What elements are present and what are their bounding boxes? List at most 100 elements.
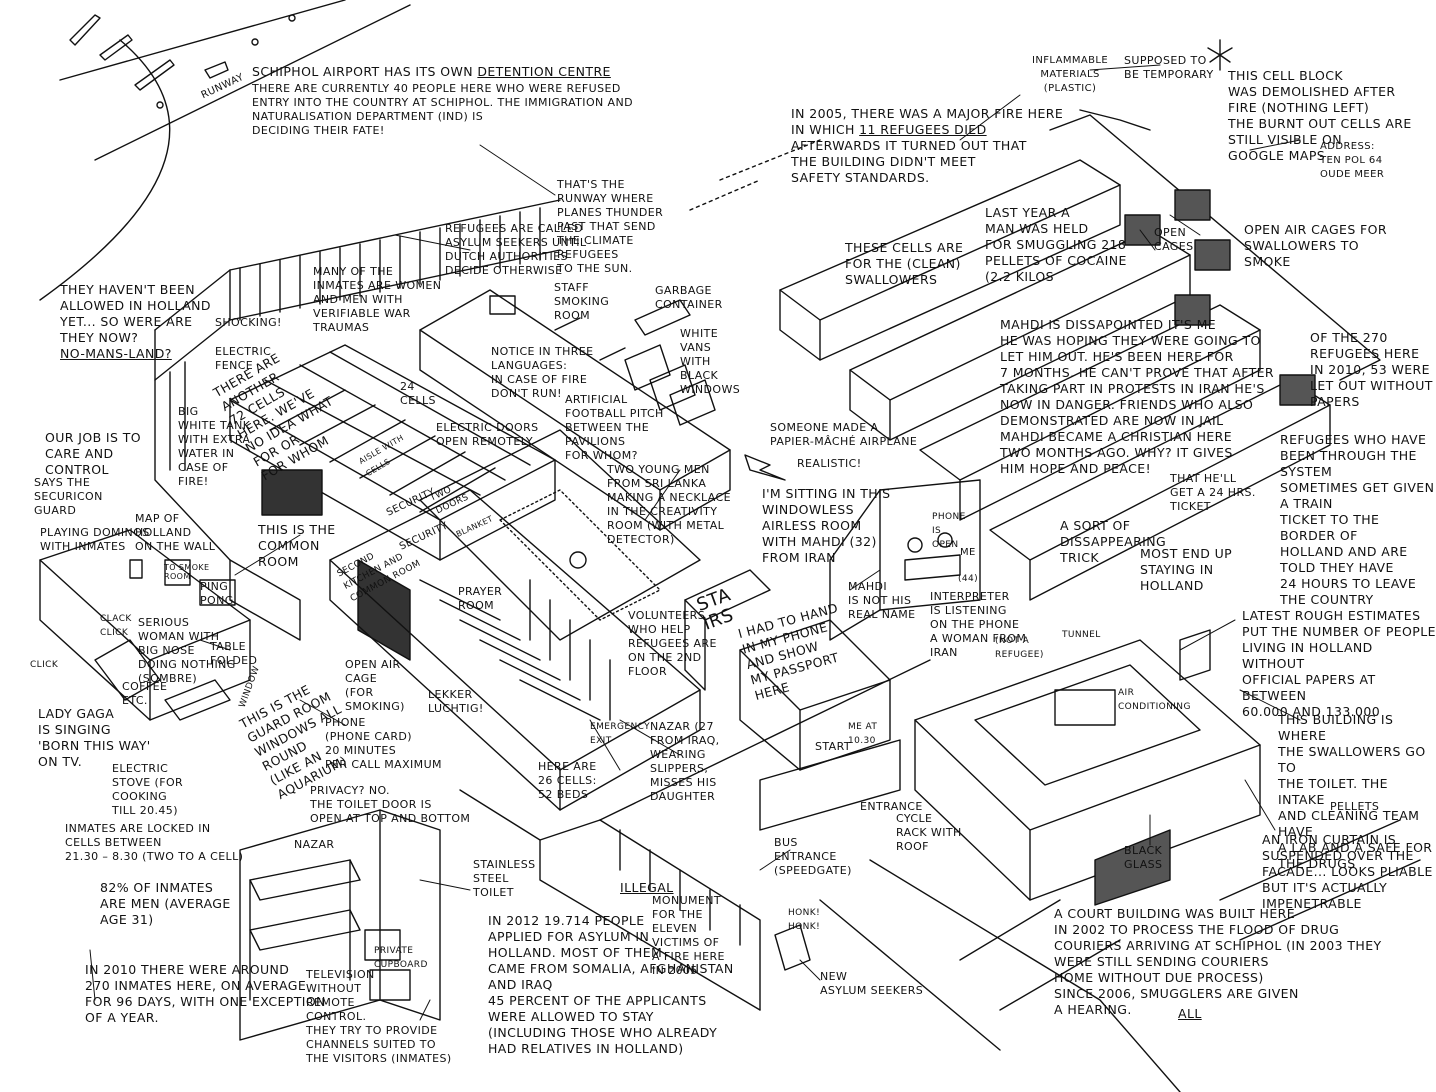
shocking-note: Shocking! bbox=[215, 316, 282, 329]
swallower-cells bbox=[689, 109, 1381, 601]
courtyard-wing bbox=[329, 429, 701, 811]
electric-stove: Electric stove (for cooking till 20.45) bbox=[112, 762, 184, 817]
of-270: Of the 270 refugees here in 2010, 53 wer… bbox=[1310, 330, 1433, 409]
cell-interior bbox=[239, 809, 441, 1041]
air-con: Air conditioning bbox=[1118, 688, 1191, 712]
fire-2005-text: In 2005, there was a major fire here in … bbox=[791, 106, 1064, 137]
title-underlined: Detention Centre bbox=[477, 64, 611, 79]
not-refugee: (Not a refugee) bbox=[995, 636, 1044, 660]
guard-room bbox=[39, 529, 251, 721]
inflammable-note: Inflammable materials (plastic) bbox=[1032, 55, 1109, 94]
electric-fence-note: Electric fence bbox=[215, 345, 272, 372]
realistic-note: Realistic! bbox=[797, 457, 862, 470]
get-24: That he'll get a 24 hrs. ticket bbox=[1170, 472, 1256, 513]
asylum-2012: In 2012 19.714 people applied for asylum… bbox=[488, 913, 734, 1056]
women-men-note: Many of the inmates are women and men wi… bbox=[313, 265, 442, 334]
open-air-swallowers: Open air cages for swallowers to smoke bbox=[1244, 222, 1387, 269]
prayer-room: Prayer room bbox=[458, 585, 503, 612]
locked-note: Inmates are locked in cells between 21.3… bbox=[65, 822, 244, 863]
privacy-note: Privacy? No. The toilet door is open at … bbox=[310, 784, 471, 825]
football-note: Artificial football pitch between the pa… bbox=[565, 393, 664, 462]
staff-smoking: Staff smoking room bbox=[554, 281, 610, 322]
lady-gaga: Lady Gaga is singing 'Born this way' on … bbox=[38, 706, 151, 769]
to-smoke-room: To smoke room bbox=[164, 563, 210, 581]
swallowers-building: This building is where the swallowers go… bbox=[1278, 712, 1433, 871]
fire-2005-a: In 2005, there was a major fire here in … bbox=[791, 106, 1063, 138]
television-note: Television without remote control. They … bbox=[306, 968, 452, 1065]
iron-curtain: An iron curtain is suspended over the fa… bbox=[1262, 832, 1433, 911]
phone-card: Phone (phone card) 20 minutes per call m… bbox=[325, 716, 442, 771]
nazar-label: Nazar bbox=[294, 838, 335, 851]
ping-pong: Ping pong bbox=[200, 580, 234, 607]
mahdi-note: Mahdi is dissapointed it's me he was hop… bbox=[1000, 317, 1274, 476]
notice-fire: Notice in three languages: in case of fi… bbox=[491, 345, 594, 400]
emergency-exit: Emergency exit bbox=[590, 722, 651, 746]
court-building-note: A court building was built here in 2002 … bbox=[1054, 906, 1382, 1017]
pellets-label: Pellets bbox=[1330, 800, 1380, 813]
disappearing-note: A sort of dissappearing trick bbox=[1060, 518, 1167, 565]
entrance-label: Entrance bbox=[860, 800, 923, 813]
title-rest: There are currently 40 people here who w… bbox=[252, 82, 633, 137]
white-vans: White vans with black windows bbox=[680, 327, 741, 396]
me-label: Me bbox=[960, 547, 976, 558]
common-room: This is the common room bbox=[258, 522, 336, 569]
big-white-tank: Big white tank with extra water in case … bbox=[178, 405, 251, 488]
phone-is-open: Phone is open bbox=[932, 512, 966, 550]
new-seekers: New asylum seekers bbox=[820, 970, 924, 997]
fire-2005-b: Afterwards it turned out that the buildi… bbox=[791, 138, 1027, 185]
nazar-iraq: Nazar (27 from Iraq, wearing slippers, m… bbox=[650, 720, 720, 803]
start-label: Start bbox=[815, 740, 851, 753]
clean-swallowers: These cells are for the (clean) swallowe… bbox=[845, 240, 964, 287]
here-26: Here are 26 cells: 52 beds bbox=[538, 760, 597, 801]
sunburst bbox=[1207, 39, 1233, 71]
pct-82: 82% of inmates are men (average age 31) bbox=[100, 880, 231, 927]
care-control: Our job is to care and control bbox=[45, 430, 141, 477]
steel-toilet: Stainless steel toilet bbox=[473, 858, 536, 899]
papier-mache: Someone made a papier-mâché airplane bbox=[770, 421, 918, 448]
address-note: Address: Ten Pol 64 Oude Meer bbox=[1320, 141, 1385, 180]
most-end-up: Most end up staying in Holland bbox=[1140, 546, 1233, 593]
last-year-note: Last year a man was held for smuggling 2… bbox=[985, 205, 1127, 284]
interpreter-note: Interpreter is listening on the phone a … bbox=[930, 590, 1027, 659]
monument-note: Monument for the eleven victims of a fir… bbox=[652, 894, 725, 977]
cells-24: 24 cells bbox=[400, 380, 436, 407]
serious-woman: Serious woman with big nose doing nothin… bbox=[138, 616, 236, 685]
roads bbox=[819, 819, 1421, 1092]
all-label: All bbox=[1178, 1006, 1202, 1021]
illegal-label: Illegal bbox=[620, 880, 674, 895]
click: Click bbox=[30, 660, 59, 670]
entrance-block bbox=[684, 569, 901, 831]
me-at: Me at 10.30 bbox=[848, 722, 878, 746]
bus-entrance: Bus entrance (speedgate) bbox=[774, 836, 852, 877]
paper-airplane bbox=[744, 454, 786, 481]
fire-2005-underlined: 11 refugees died bbox=[859, 122, 987, 137]
pointer-lines bbox=[89, 64, 1301, 1021]
demolished-note: This cell block was demolished after fir… bbox=[1228, 68, 1412, 163]
temporary-note: Supposed to be temporary bbox=[1124, 54, 1214, 81]
asylum-seekers-note: Refugees are called asylum seekers until… bbox=[445, 222, 587, 277]
age-44: (44) bbox=[958, 574, 979, 584]
clack-click: Clack click bbox=[100, 614, 132, 638]
outer-fence bbox=[154, 199, 561, 561]
volunteers-note: Volunteers who help refugees are on the … bbox=[628, 609, 717, 678]
title-block: Schiphol Airport has its own Detention C… bbox=[252, 64, 611, 80]
main-building bbox=[229, 344, 556, 661]
necklace-note: Two young men from Sri Lanka making a ne… bbox=[607, 463, 731, 546]
no-mans-land: No-Mans-Land? bbox=[60, 346, 172, 361]
black-glass: Black glass bbox=[1124, 844, 1163, 871]
title-line1: Schiphol Airport has its own bbox=[252, 64, 473, 79]
runway-drawing bbox=[39, 0, 411, 301]
thunder-note: That's the runway where planes thunder p… bbox=[557, 178, 664, 275]
vehicles bbox=[624, 299, 811, 971]
lekker-note: Lekker luchtig! bbox=[428, 688, 484, 715]
garbage-note: Garbage container bbox=[655, 284, 723, 311]
securicon-note: Says the Securicon guard bbox=[34, 476, 103, 517]
honk-note: Honk! Honk! bbox=[788, 908, 821, 932]
dominos-note: Playing dominos with inmates bbox=[40, 526, 150, 553]
map-of-holland: Map of Holland on the wall bbox=[135, 512, 216, 553]
electric-doors: Electric doors open remotely bbox=[436, 421, 539, 448]
table-folded: Table folded bbox=[210, 640, 258, 667]
court-building bbox=[914, 629, 1261, 906]
